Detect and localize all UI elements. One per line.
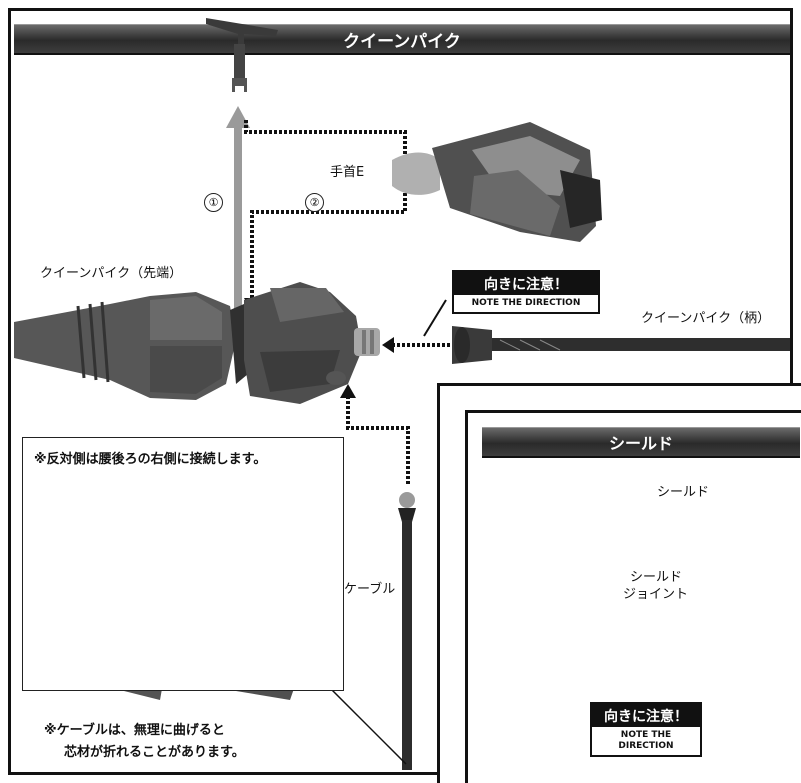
shield-title-banner: シールド bbox=[482, 427, 800, 458]
shield-warning-subtext-line2: DIRECTION bbox=[618, 741, 674, 751]
shield-section-inner-frame bbox=[465, 410, 801, 783]
warning-subtext: NOTE THE DIRECTION bbox=[454, 295, 598, 312]
opposite-side-inset bbox=[22, 437, 344, 691]
shield-title: シールド bbox=[608, 434, 673, 453]
opposite-side-note: ※反対側は腰後ろの右側に接続します。 bbox=[34, 452, 267, 467]
warning-heading: 向きに注意！ bbox=[484, 277, 568, 293]
shield-warning-subtext: NOTE THE DIRECTION bbox=[592, 727, 700, 755]
shield-label: シールド bbox=[657, 485, 710, 500]
direction-warning: 向きに注意！ NOTE THE DIRECTION bbox=[452, 270, 600, 314]
pike-tip-label: クイーンパイク（先端） bbox=[40, 266, 183, 281]
shield-warning-subtext-line1: NOTE THE bbox=[620, 730, 672, 740]
wrist-arm-illustration bbox=[392, 122, 602, 242]
shield-warning-heading: 向きに注意！ bbox=[604, 709, 688, 725]
step-2-marker: ② bbox=[305, 193, 324, 212]
pike-handle-illustration bbox=[452, 326, 790, 364]
pike-handle-label: クイーンパイク（柄） bbox=[641, 311, 771, 326]
shield-direction-warning: 向きに注意！ NOTE THE DIRECTION bbox=[590, 702, 702, 757]
cable-label: ケーブル bbox=[344, 582, 396, 597]
arrow-step1 bbox=[226, 106, 250, 310]
wrist-label: 手首E bbox=[330, 165, 365, 180]
cable-footnote-line2: 芯材が折れることがあります。 bbox=[64, 745, 245, 760]
shield-joint-label-line2: ジョイント bbox=[623, 587, 689, 602]
cable-illustration bbox=[398, 492, 416, 770]
page-title: クイーンパイク bbox=[343, 31, 461, 52]
hook-part-illustration bbox=[206, 18, 278, 92]
dotted-path-cable bbox=[346, 396, 410, 484]
shield-joint-label-line1: シールド bbox=[630, 570, 683, 585]
step-1-marker: ① bbox=[204, 193, 223, 212]
title-banner: クイーンパイク bbox=[14, 24, 790, 55]
dotted-path-upper bbox=[244, 120, 407, 160]
dotted-path-step2 bbox=[250, 188, 407, 300]
pike-tip-illustration bbox=[14, 282, 380, 404]
cable-footnote-line1: ※ケーブルは、無理に曲げると bbox=[44, 723, 225, 738]
